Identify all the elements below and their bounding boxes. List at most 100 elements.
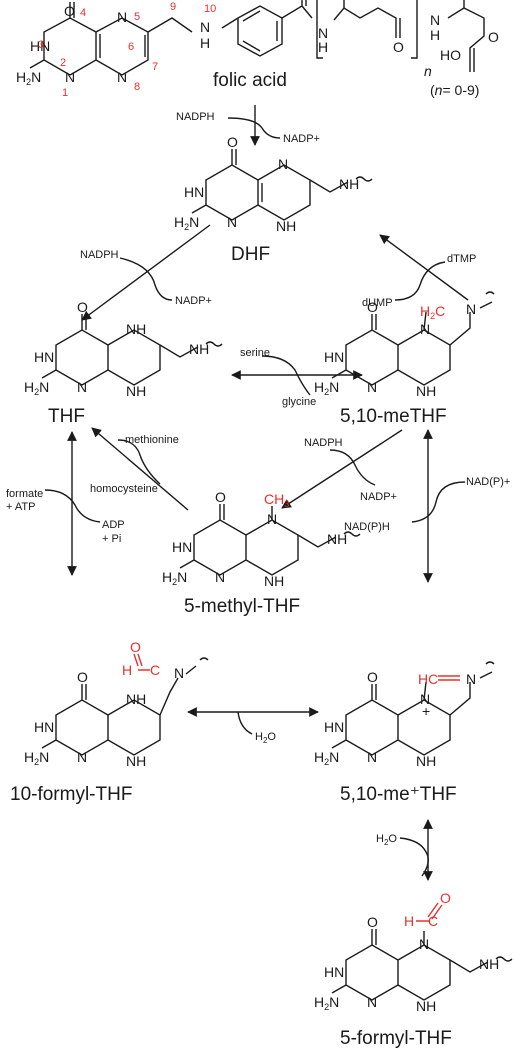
repeat-n: n xyxy=(424,63,432,79)
atom-N-amide: N xyxy=(318,25,328,41)
methf-amino: H2N xyxy=(314,379,339,397)
cofactor-nadp-3: NADP+ xyxy=(360,491,397,503)
methenyl-N1: N xyxy=(367,749,377,765)
methenyl-N10: N xyxy=(466,671,476,687)
formyl5-N5: N xyxy=(419,936,429,952)
thf-HN: HN xyxy=(34,349,54,365)
methf-NH8: NH xyxy=(416,383,436,399)
cofactor-homocysteine: homocysteine xyxy=(90,483,158,495)
serine-glycine-reaction: serine glycine xyxy=(231,347,363,408)
methf-methylene-bridge: H2C xyxy=(420,303,445,321)
cofactor-adp: ADP xyxy=(102,519,125,531)
n-range: (n= 0-9) xyxy=(430,82,479,98)
formyl10-thf-structure: O HN H2N N NH NH N H C O xyxy=(24,639,209,769)
water-2: H2O xyxy=(376,833,397,847)
atom-O-terminal: O xyxy=(488,29,499,45)
methyl-amino: H2N xyxy=(162,569,187,587)
formyl5-C: C xyxy=(428,913,438,929)
dhf-to-thf-reaction: NADPH NADP+ xyxy=(80,224,212,321)
atom-O: O xyxy=(64,3,75,19)
ring-number-9: 9 xyxy=(170,1,176,13)
methenyl-charge: + xyxy=(422,703,430,719)
formyl5-amino: H2N xyxy=(314,994,339,1012)
cofactor-atp: + ATP xyxy=(6,501,35,513)
methenyl-N5: N xyxy=(420,691,430,707)
thf-formyl-reaction: formate + ATP ADP + Pi xyxy=(6,431,125,576)
methf-N5: N xyxy=(420,321,430,337)
cofactor-nadp: NADP+ xyxy=(283,133,320,145)
methf-N10: N xyxy=(466,301,476,317)
methylene-thf-structure: O HN H2N N N NH N H2C xyxy=(314,291,495,399)
cofactor-nadp-4: NAD(P)+ xyxy=(466,476,510,488)
methenyl-HN: HN xyxy=(324,719,344,735)
formyl10-amino: H2N xyxy=(24,749,49,767)
cofactor-serine: serine xyxy=(240,347,270,359)
atom-N10: N xyxy=(200,19,210,35)
atom-H10: H xyxy=(200,35,210,51)
methf-HN: HN xyxy=(324,349,344,365)
folic-to-dhf-reaction: NADPH NADP+ xyxy=(176,105,320,146)
methyl-to-thf-reaction: methionine homocysteine xyxy=(90,427,189,511)
thf-structure: O HN H2N N NH NH NH xyxy=(24,299,223,399)
formyl10-NH5: NH xyxy=(126,691,146,707)
formyl10-C: C xyxy=(150,662,160,678)
methyl-thf-structure: O HN H2N N N NH NH CH3 xyxy=(162,489,361,589)
cofactor-glycine: glycine xyxy=(282,396,316,408)
thf-NH8: NH xyxy=(126,383,146,399)
ring-number-6: 6 xyxy=(128,41,134,53)
ring-number-5: 5 xyxy=(134,11,140,23)
methyl-NH10: NH xyxy=(327,531,347,547)
atom-H-amide: H xyxy=(318,39,328,55)
formyl10-HN: HN xyxy=(34,719,54,735)
formyl5-NH8: NH xyxy=(416,998,436,1014)
cofactor-methionine: methionine xyxy=(125,434,179,446)
atom-HN: HN xyxy=(30,38,50,54)
ring-number-1: 1 xyxy=(62,87,68,99)
formyl10-N1: N xyxy=(77,749,87,765)
formyl10-O: O xyxy=(77,669,88,685)
cofactor-dump: dUMP xyxy=(362,297,393,309)
formyl5-NH10: NH xyxy=(479,956,499,972)
cofactor-nadph: NADPH xyxy=(176,111,215,123)
formyl5-thf-label: 5-formyl-THF xyxy=(340,1028,452,1049)
formyl10-thf-label: 10-formyl-THF xyxy=(10,784,132,805)
formyl5-carbonyl-O: O xyxy=(440,890,451,906)
dhf-NH10: NH xyxy=(339,176,359,192)
folic-acid-label: folic acid xyxy=(213,70,287,91)
thf-amino: H2N xyxy=(24,379,49,397)
cofactor-pi: + Pi xyxy=(102,533,121,545)
ring-number-4: 4 xyxy=(80,7,86,19)
formyl10-carbonyl-O: O xyxy=(130,639,141,655)
methf-to-dhf-reaction: dTMP dUMP xyxy=(362,234,476,309)
amino-group: H2N xyxy=(16,69,41,87)
cofactor-formate: formate xyxy=(6,488,43,500)
thf-NH10: NH xyxy=(189,341,209,357)
cofactor-dtmp: dTMP xyxy=(447,253,476,265)
methylene-thf-label: 5,10-meTHF xyxy=(340,406,447,427)
water-1: H2O xyxy=(255,731,276,745)
methyl-group: CH3 xyxy=(264,491,289,509)
methenyl-amino: H2N xyxy=(314,749,339,767)
formyl5-HN: HN xyxy=(324,964,344,980)
cofactor-nadph-3: NADPH xyxy=(304,437,343,449)
cofactor-nadph-4: NAD(P)H xyxy=(344,521,390,533)
formyl5-thf-structure: O HN H2N N N NH NH H C O xyxy=(314,890,513,1014)
formyl5-O: O xyxy=(367,914,378,930)
atom-HO-terminal: HO xyxy=(440,47,461,63)
methenyl-bridge: HC xyxy=(418,671,438,687)
atom-N8: N xyxy=(117,69,127,85)
ring-number-8: 8 xyxy=(134,81,140,93)
atom-O-glu: O xyxy=(393,39,404,55)
methenyl-thf-structure: O HN H2N N N + NH N HC xyxy=(314,661,495,769)
methenyl-NH8: NH xyxy=(416,753,436,769)
formyl10-N10: N xyxy=(174,665,184,681)
formyl10-H: H xyxy=(122,662,132,678)
methyl-N1: N xyxy=(215,569,225,585)
folic-acid-structure: O HN H2N N N N N H N H OH O N H OH O HO … xyxy=(16,0,499,99)
formyl5-N1: N xyxy=(367,994,377,1010)
methyl-NH8: NH xyxy=(264,573,284,589)
ring-number-2: 2 xyxy=(60,57,66,69)
ring-number-7: 7 xyxy=(152,61,158,73)
cofactor-nadp-2: NADP+ xyxy=(175,295,212,307)
formyl10-NH8: NH xyxy=(126,753,146,769)
